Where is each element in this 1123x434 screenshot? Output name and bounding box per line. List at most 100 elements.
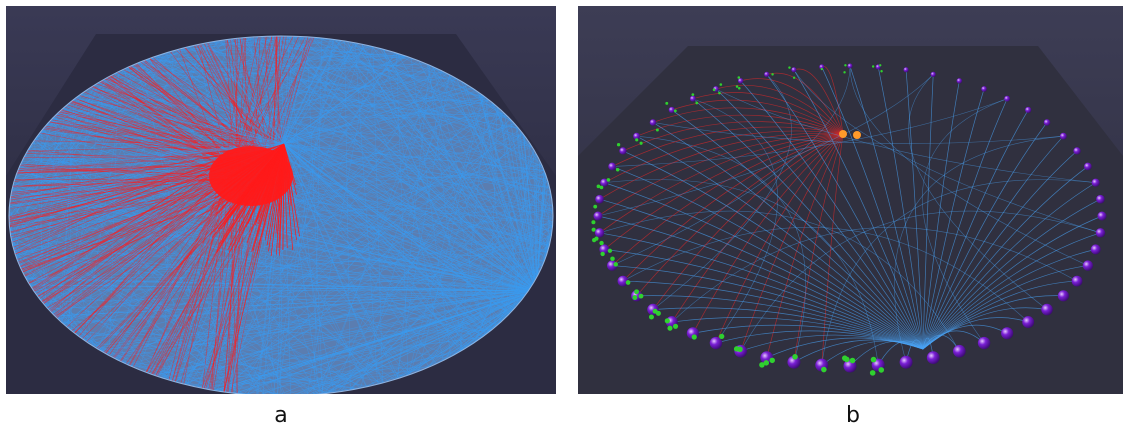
green-node bbox=[591, 220, 596, 225]
edge-blue bbox=[103, 79, 552, 195]
edge-blue-hub bbox=[283, 143, 464, 350]
edge-blue-hub bbox=[283, 71, 444, 145]
edge-red bbox=[33, 150, 236, 291]
purple-node bbox=[595, 194, 604, 204]
purple-node bbox=[709, 336, 723, 350]
edge-blue bbox=[599, 198, 924, 350]
edge-blue-fan bbox=[147, 58, 537, 292]
network-visualization-a bbox=[6, 6, 556, 394]
edge-red-hub bbox=[242, 143, 285, 177]
edge-blue bbox=[16, 256, 522, 301]
edge-red-hub bbox=[223, 143, 285, 187]
edge-red-hub bbox=[283, 143, 292, 206]
edge-red bbox=[184, 47, 274, 149]
green-node bbox=[607, 248, 613, 253]
green-node bbox=[606, 178, 611, 182]
green-node bbox=[735, 85, 739, 88]
edge-blue bbox=[922, 198, 1101, 350]
edge-red-hub bbox=[252, 143, 285, 252]
edge-blue bbox=[612, 98, 1008, 167]
edge-blue bbox=[715, 88, 1096, 183]
edge-blue-hub bbox=[213, 41, 285, 145]
dense-network-render bbox=[6, 6, 556, 394]
edge-blue bbox=[336, 39, 521, 131]
edge-blue-hub bbox=[283, 39, 332, 145]
edge-red-hub bbox=[283, 143, 294, 196]
edge-blue bbox=[42, 301, 280, 394]
edge-blue bbox=[894, 135, 1064, 363]
edge-blue-hub bbox=[283, 36, 306, 145]
purple-node bbox=[1057, 290, 1069, 302]
edge-blue bbox=[333, 39, 553, 212]
edge-blue bbox=[348, 41, 531, 145]
edge-red bbox=[244, 37, 247, 146]
edge-blue bbox=[391, 51, 497, 107]
green-node bbox=[591, 227, 596, 232]
caption-b: b bbox=[846, 403, 860, 428]
green-node bbox=[718, 333, 725, 340]
edge-red-hub bbox=[238, 143, 285, 222]
edge-blue-fan bbox=[535, 170, 545, 292]
edge-blue bbox=[599, 232, 924, 350]
edge-red-hub bbox=[240, 143, 285, 170]
green-node bbox=[843, 356, 850, 363]
edge-blue-hub bbox=[137, 62, 285, 145]
edge-blue bbox=[90, 87, 544, 169]
edge-blue bbox=[115, 107, 499, 360]
edge-layer bbox=[9, 36, 553, 394]
edge-red bbox=[275, 36, 280, 151]
green-node bbox=[615, 168, 620, 172]
edge-blue-fan bbox=[519, 129, 537, 292]
edge-blue-hub bbox=[283, 100, 490, 145]
edge-blue-fan bbox=[258, 290, 537, 394]
purple-node bbox=[600, 178, 609, 187]
green-node bbox=[638, 293, 644, 299]
edge-blue bbox=[597, 74, 934, 217]
edge-blue-fan bbox=[535, 160, 540, 292]
edge-blue bbox=[11, 191, 422, 371]
edge-red bbox=[132, 168, 233, 368]
edge-red-hub bbox=[270, 143, 285, 256]
edge-red bbox=[599, 133, 844, 234]
edge-red bbox=[9, 172, 239, 233]
purple-node bbox=[619, 147, 627, 155]
edge-red bbox=[652, 133, 844, 310]
green-node bbox=[667, 325, 673, 331]
edge-blue-hub bbox=[283, 143, 545, 171]
green-node bbox=[870, 356, 877, 363]
edge-blue-fan bbox=[353, 42, 537, 292]
edge-red bbox=[636, 114, 844, 137]
edge-blue-fan bbox=[297, 290, 537, 394]
edge-blue-fan bbox=[310, 36, 537, 292]
disc-rim bbox=[8, 35, 554, 394]
edge-red bbox=[692, 92, 844, 135]
purple-node bbox=[617, 275, 629, 287]
edge-red bbox=[25, 153, 244, 160]
edge-blue-hub bbox=[176, 49, 285, 145]
edge-blue bbox=[276, 39, 335, 394]
edge-blue bbox=[222, 112, 505, 393]
edge-blue bbox=[922, 135, 1064, 350]
edge-red bbox=[225, 39, 233, 146]
edge-blue bbox=[922, 330, 985, 350]
edge-blue-hub bbox=[283, 57, 410, 145]
edge-blue bbox=[793, 69, 1101, 234]
edge-red-hub bbox=[259, 143, 285, 206]
edge-blue bbox=[821, 66, 924, 350]
green-node bbox=[600, 251, 605, 257]
edge-blue bbox=[922, 265, 1088, 350]
edge-blue-fan bbox=[535, 175, 547, 292]
purple-node bbox=[1097, 211, 1107, 221]
green-node bbox=[635, 138, 639, 142]
edge-red bbox=[604, 133, 844, 250]
edge-blue bbox=[636, 135, 806, 363]
edge-blue bbox=[127, 364, 359, 389]
green-node bbox=[880, 70, 883, 73]
edge-blue-fan bbox=[535, 155, 538, 292]
edge-red-hub bbox=[211, 143, 285, 172]
edge-blue bbox=[636, 135, 924, 350]
edge-blue-fan bbox=[448, 74, 537, 292]
purple-node bbox=[608, 162, 616, 171]
green-node bbox=[632, 295, 638, 301]
edge-blue-fan bbox=[345, 41, 537, 292]
